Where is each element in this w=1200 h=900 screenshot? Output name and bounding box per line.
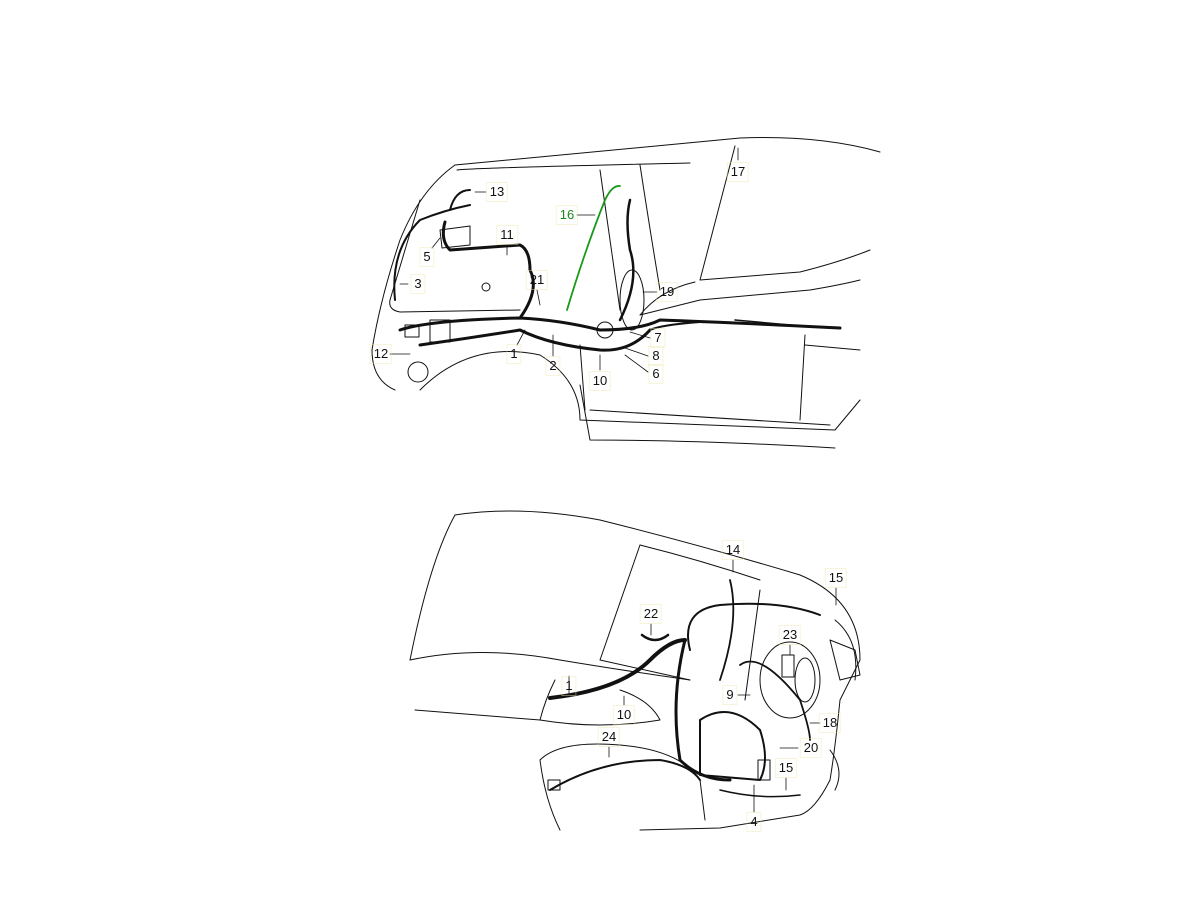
callout-1[interactable]: 1: [561, 676, 577, 696]
top-components: [404, 225, 645, 383]
callout-6[interactable]: 6: [648, 364, 664, 384]
callout-23[interactable]: 23: [778, 625, 802, 645]
callout-24[interactable]: 24: [597, 727, 621, 747]
callout-13[interactable]: 13: [485, 182, 509, 202]
callout-7[interactable]: 7: [650, 328, 666, 348]
callout-20[interactable]: 20: [799, 738, 823, 758]
callout-19[interactable]: 19: [655, 282, 679, 302]
callout-3[interactable]: 3: [410, 274, 426, 294]
callout-11[interactable]: 11: [496, 225, 518, 245]
top-harness: [393, 189, 842, 352]
bottom-components: [547, 633, 861, 791]
callout-1[interactable]: 1: [506, 344, 522, 364]
callout-16-highlighted[interactable]: 16: [555, 205, 579, 225]
callout-10[interactable]: 10: [588, 371, 612, 391]
bottom-leader-lines: [568, 559, 837, 813]
callout-15[interactable]: 15: [824, 568, 848, 588]
top-car-body: [371, 137, 881, 449]
bottom-harness: [548, 579, 821, 798]
callout-17[interactable]: 17: [726, 162, 750, 182]
callout-15-lower[interactable]: 15: [774, 758, 798, 778]
callout-4[interactable]: 4: [746, 812, 762, 832]
top-leader-lines: [389, 147, 739, 373]
callout-14[interactable]: 14: [721, 540, 745, 560]
callout-22[interactable]: 22: [639, 604, 663, 624]
callout-9[interactable]: 9: [722, 685, 738, 705]
callout-8[interactable]: 8: [648, 346, 664, 366]
callout-5[interactable]: 5: [419, 247, 435, 267]
harness-16-highlight: [566, 185, 621, 311]
callout-21[interactable]: 21: [525, 270, 549, 290]
callout-2[interactable]: 2: [545, 356, 561, 376]
callout-12[interactable]: 12: [369, 344, 393, 364]
callout-18[interactable]: 18: [818, 713, 842, 733]
callout-10[interactable]: 10: [612, 705, 636, 725]
